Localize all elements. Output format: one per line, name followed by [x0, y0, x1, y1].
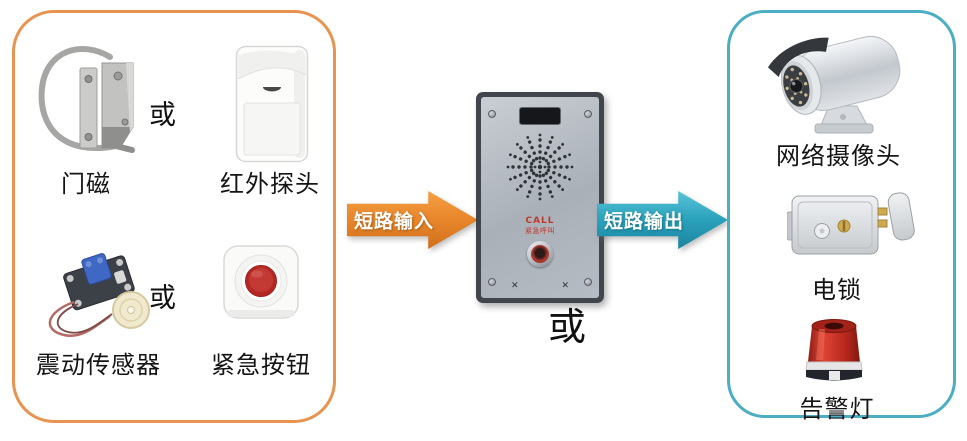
emergency-button-label: 紧急按钮 [211, 351, 311, 379]
or-label-top: 或 [149, 100, 176, 131]
short-circuit-input-arrow: 短路输入 [347, 191, 478, 249]
or-label-bottom: 或 [149, 283, 176, 314]
speaker-grille-icon [506, 133, 574, 201]
door-magnet-label: 门磁 [61, 170, 111, 198]
alarm-light-label: 告警灯 [799, 395, 875, 423]
intercom-camera-window [519, 107, 561, 125]
mounting-mark-icon: ✕ [511, 281, 519, 291]
mounting-mark-icon: ✕ [561, 281, 569, 291]
network-camera-label: 网络摄像头 [776, 142, 901, 170]
vibration-sensor-label: 震动传感器 [36, 351, 161, 379]
call-button-center [531, 245, 549, 263]
electric-lock-icon [787, 192, 915, 255]
arrow-right-icon: 短路输出 [597, 191, 728, 249]
door-magnet-icon [38, 46, 135, 153]
input-arrow-label: 短路输入 [354, 210, 435, 233]
infrared-detector-icon [235, 45, 309, 163]
intercom-faceplate: CALL 紧急呼叫 ✕ ✕ [481, 97, 599, 298]
electric-lock-label: 电锁 [812, 276, 862, 304]
screw-icon [584, 110, 592, 118]
network-camera-icon [768, 36, 901, 134]
screw-icon [488, 278, 496, 286]
vibration-sensor-icon [48, 253, 150, 337]
output-arrow-label: 短路输出 [604, 210, 685, 233]
infrared-detector-label: 红外探头 [220, 170, 320, 198]
intercom-device: CALL 紧急呼叫 ✕ ✕ [476, 92, 604, 303]
arrow-right-icon: 短路输入 [347, 191, 478, 249]
call-sublabel: 紧急呼叫 [525, 227, 555, 235]
screw-icon [584, 278, 592, 286]
call-label: CALL [525, 216, 555, 226]
call-button-icon [527, 241, 553, 267]
alarm-light-icon [805, 319, 863, 381]
screw-icon [488, 110, 496, 118]
emergency-button-icon [223, 245, 299, 319]
short-circuit-output-arrow: 短路输出 [597, 191, 728, 249]
or-label-center: 或 [547, 305, 586, 349]
